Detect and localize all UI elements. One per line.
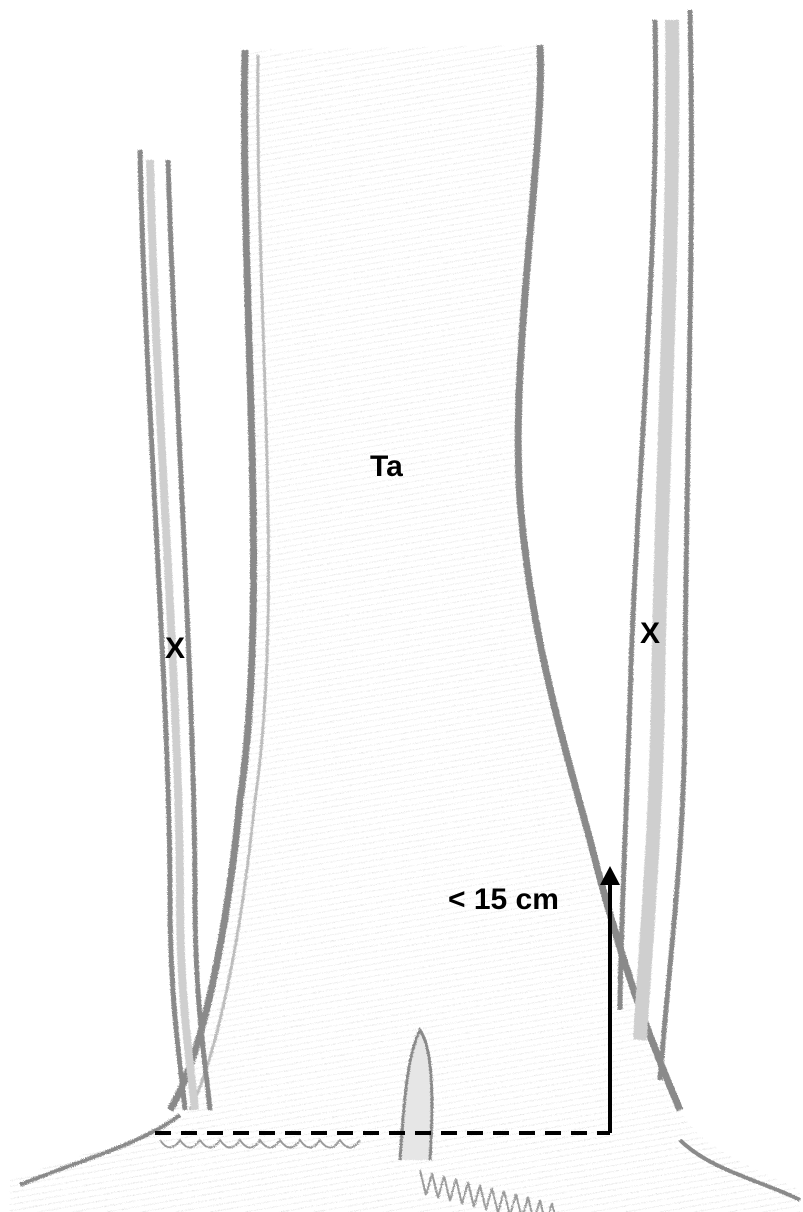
- main-trunk: [170, 45, 680, 1160]
- arrow-up-icon: [600, 866, 620, 885]
- right-stem: [620, 10, 691, 1080]
- right-stem-label: X: [640, 617, 660, 651]
- main-trunk-label: Ta: [370, 450, 403, 484]
- left-stem-label: X: [165, 632, 185, 666]
- left-stem: [140, 150, 210, 1110]
- height-limit-label: < 15 cm: [448, 883, 559, 917]
